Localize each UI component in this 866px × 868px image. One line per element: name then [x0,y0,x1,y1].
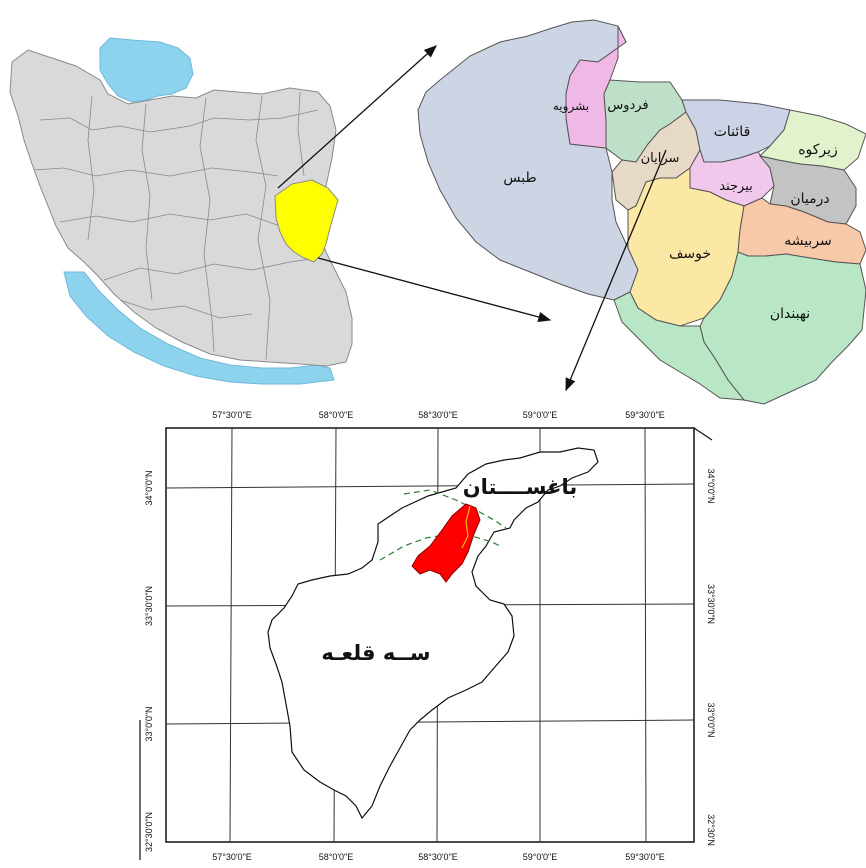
label-darmian: درمیان [790,191,829,207]
study-area-river [461,505,471,549]
lon-label-bottom-2: 58°0'0"E [319,852,354,862]
county-tabas [417,19,639,301]
region-label-sehghaleh: ســه قلعـه [321,641,430,665]
label-khusf: خوسف [669,246,711,262]
persian-gulf [63,271,335,385]
county-nehbandan [699,251,866,405]
county-nehbandan-south [613,291,746,401]
lat-label-left-3: 33°0'0"N [144,706,154,741]
province-map: طبس بشرویه فردوس سرایان قائنات زیرکوه بی… [417,19,866,405]
label-tabas: طبس [503,170,536,186]
lon-label-top-1: 57°30'0"E [212,410,252,420]
label-sarbisheh: سربیشه [784,233,832,249]
caspian-sea [99,37,194,103]
label-ferdows: فردوس [607,98,648,113]
label-ghaenat: قائنات [714,124,751,140]
lon-label-top-3: 58°30'0"E [418,410,458,420]
lat-label-left-4: 32°30'0"N [144,812,154,852]
study-area [411,503,481,583]
label-birjand: بیرجند [719,179,753,194]
lon-label-top-4: 59°0'0"E [523,410,558,420]
lat-label-right-1: 34°0'0"N [706,468,716,503]
arrow-to-detail-map [565,149,667,392]
frame-edge-right [693,427,713,441]
arrow-to-province-map-south [317,257,552,323]
detail-map: باغســــتان ســه قلعـه 57°30'0"E 58°0'0"… [139,410,716,862]
iran-province-borders [33,91,319,361]
arrow-to-province-map [277,45,437,189]
lon-label-bottom-5: 59°30'0"E [625,852,665,862]
label-boshruyeh: بشرویه [553,99,589,114]
south-khorasan-highlight [274,179,339,263]
lon-label-bottom-3: 58°30'0"E [418,852,458,862]
label-nehbandan: نهبندان [770,306,810,322]
iran-map [9,37,353,385]
lat-label-right-4: 32°30'N [706,814,716,846]
county-boshruyeh [565,25,627,149]
label-zirkuh: زیرکوه [798,142,838,158]
district-outline [267,447,599,820]
lon-label-bottom-1: 57°30'0"E [212,852,252,862]
lon-label-top-5: 59°30'0"E [625,410,665,420]
lat-label-left-2: 33°30'0"N [144,586,154,626]
callout-arrows [277,45,667,392]
lat-label-left-1: 34°0'0"N [144,470,154,505]
iran-outline [9,49,353,367]
region-label-baghestan: باغســــتان [463,475,578,499]
lat-label-right-2: 33°30'0"N [706,584,716,624]
lon-label-bottom-4: 59°0'0"E [523,852,558,862]
lon-label-top-2: 58°0'0"E [319,410,354,420]
lat-label-right-3: 33°0'0"N [706,702,716,737]
label-sarayan: سرایان [641,151,680,166]
